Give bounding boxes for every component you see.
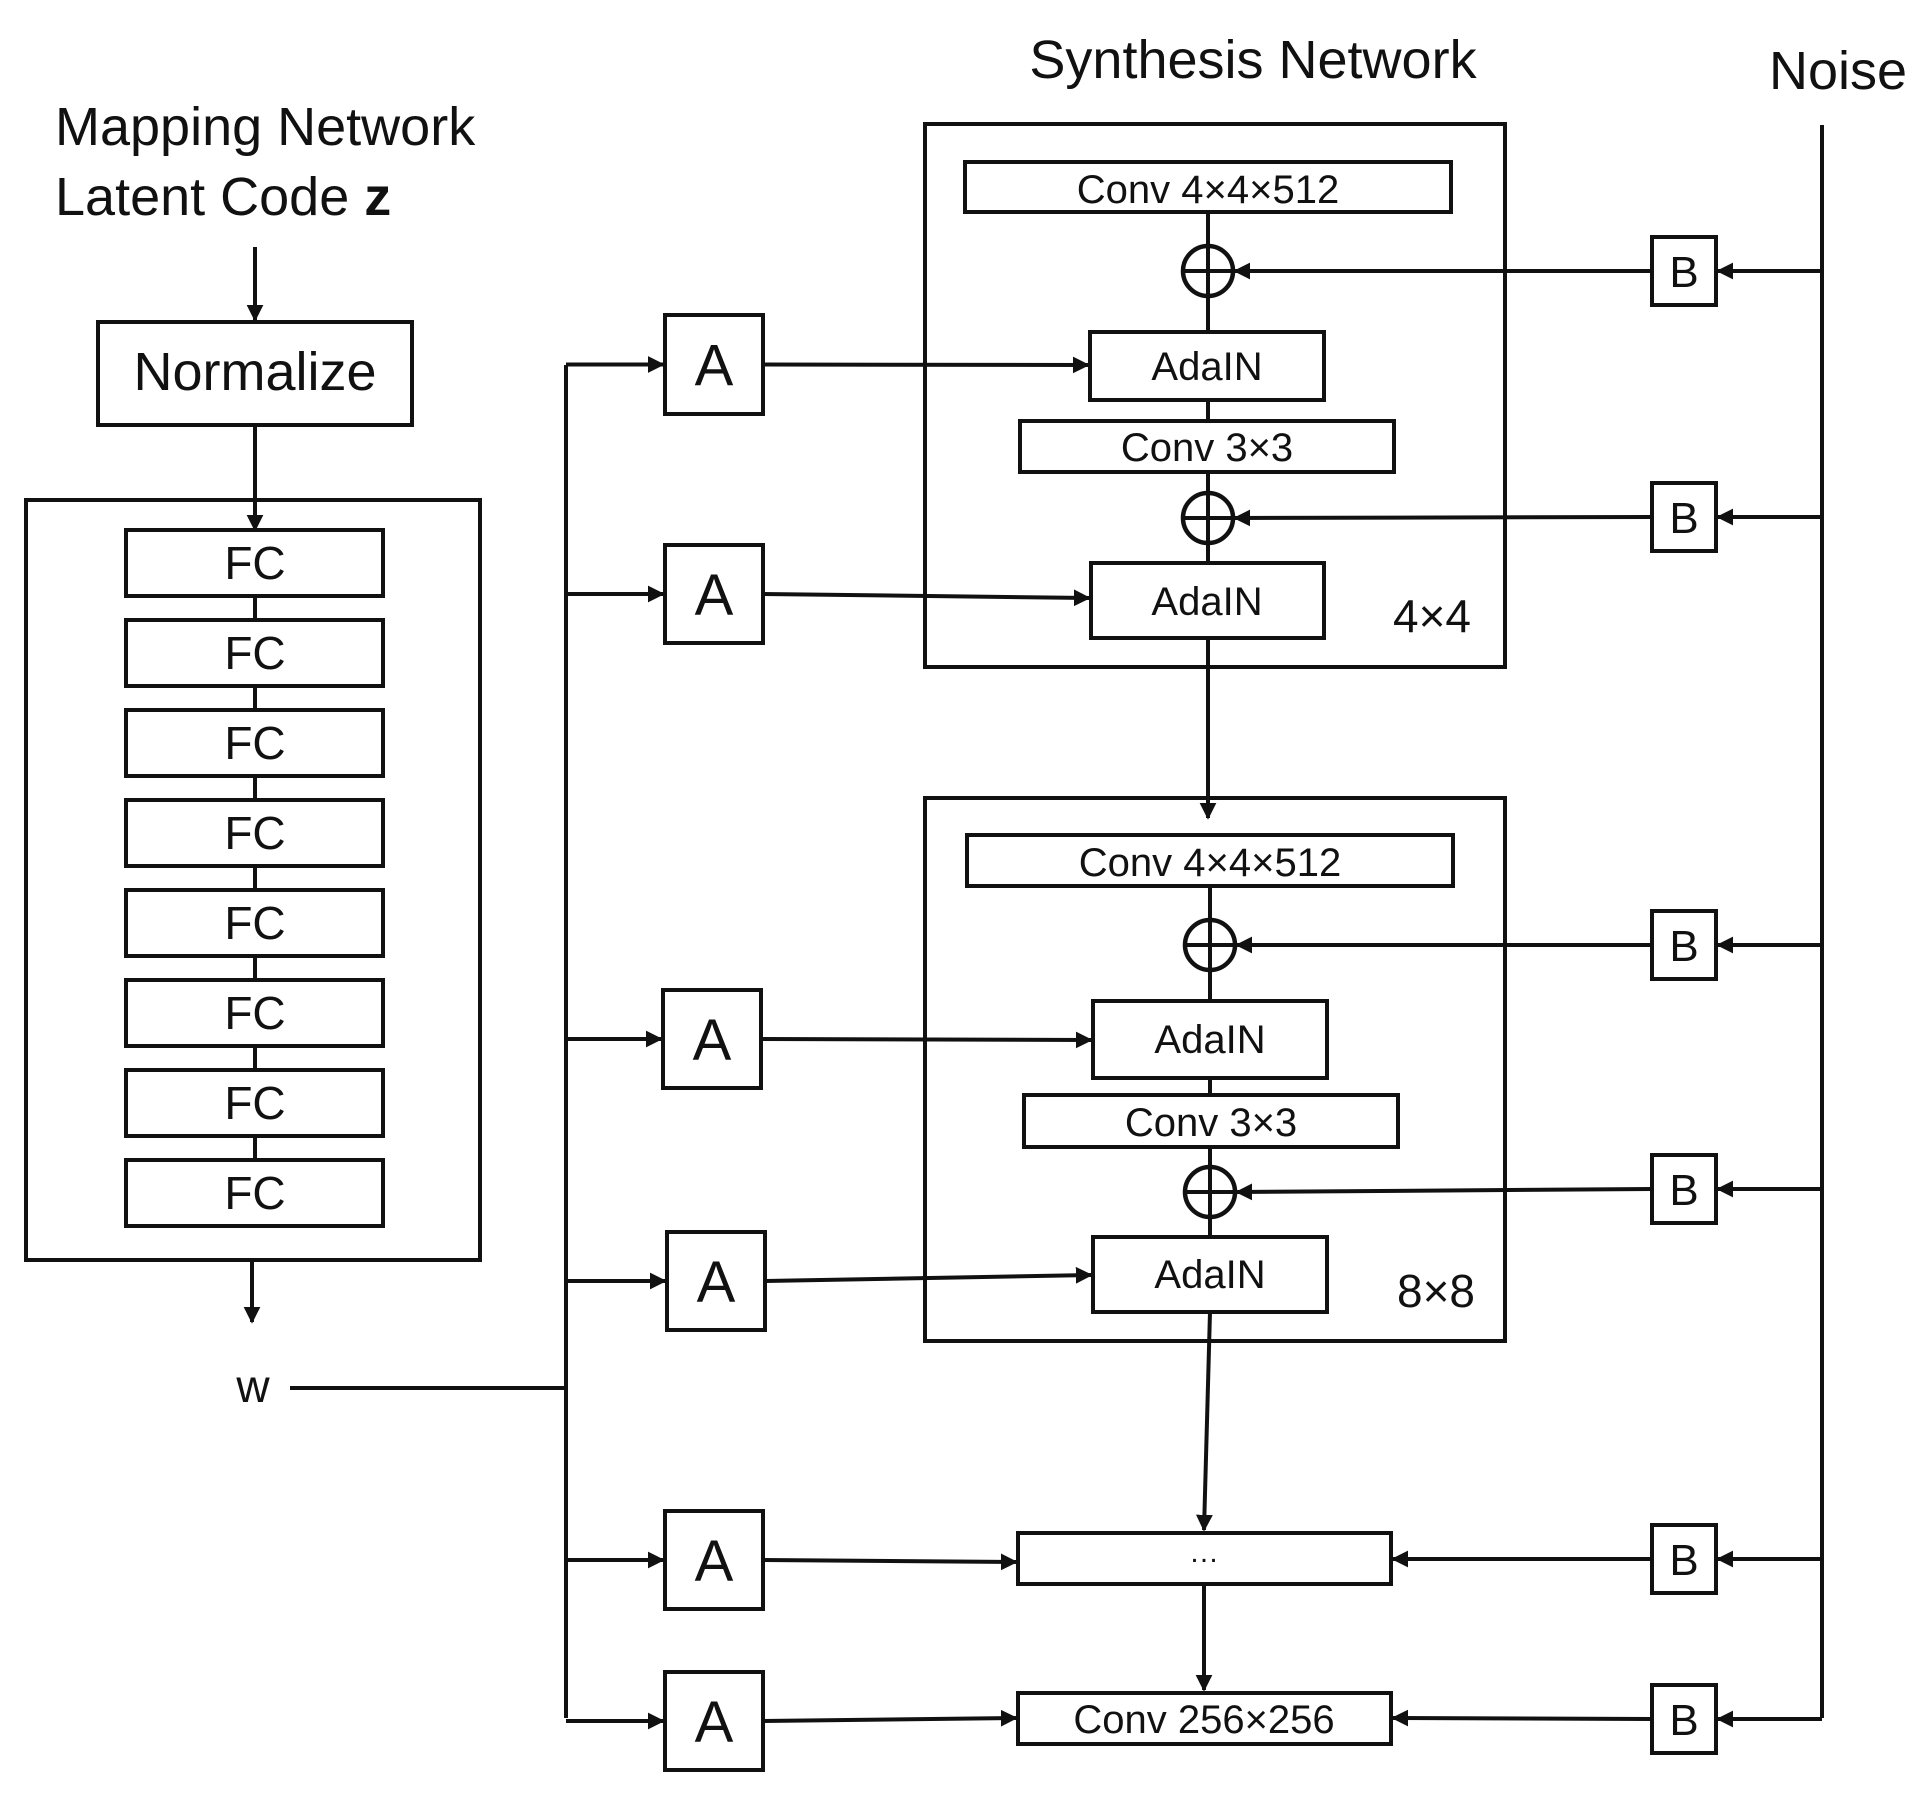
noise-b-label: B: [1669, 494, 1698, 543]
synthesis-block-4x4: [923, 122, 1507, 669]
fc-layer-label: FC: [224, 1167, 285, 1219]
noise-scale-units: B B B B B B: [1233, 235, 1822, 1755]
affine-units: A A A A A A: [566, 313, 1093, 1772]
fc-layer-label: FC: [224, 987, 285, 1039]
style-arrow: [762, 589, 1091, 607]
block2-conv-box: [1022, 1093, 1400, 1149]
affine-a-box-1: [663, 313, 765, 416]
block2-const-label: Conv 4×4×512: [1079, 841, 1341, 885]
block2-adain-1-box: [1091, 999, 1329, 1080]
block2-conv-label: Conv 3×3: [1125, 1101, 1297, 1145]
block1-adain-1-label: AdaIN: [1151, 345, 1262, 389]
noise-b-box-5: [1650, 1523, 1718, 1595]
block1-conv-label: Conv 3×3: [1121, 426, 1293, 470]
fc-layer-label: FC: [224, 1077, 285, 1129]
latent-variable-z: z: [364, 167, 391, 227]
affine-a-label: A: [695, 1690, 734, 1755]
affine-a-box-5: [663, 1509, 765, 1611]
ellipsis-box: [1016, 1531, 1393, 1586]
style-arrow: [762, 1709, 1018, 1727]
affine-a-label: A: [695, 563, 734, 628]
w-label: w: [235, 1360, 270, 1412]
block1-resolution-label: 4×4: [1393, 590, 1471, 642]
fc-layer-label: FC: [224, 807, 285, 859]
block1-adain-1-box: [1088, 330, 1326, 402]
style-arrow: [762, 1553, 1018, 1571]
affine-a-label: A: [695, 334, 734, 399]
block1-adain-2-box: [1089, 561, 1326, 640]
fc-layer-8: [124, 1158, 385, 1228]
block2-adain-2-label: AdaIN: [1154, 1253, 1265, 1297]
block2-to-ellipsis-arrow: [1196, 1311, 1213, 1532]
block1-conv-box: [1018, 419, 1396, 474]
latent-code-label: Latent Code z: [55, 167, 391, 227]
synthesis-block-8x8: [923, 796, 1507, 1343]
fc-layer-3: [124, 708, 385, 778]
noise-injection-arrow: [1233, 509, 1653, 527]
style-arrow: [764, 1266, 1093, 1284]
noise-b-label: B: [1669, 1536, 1698, 1585]
fc-layer-7: [124, 1068, 385, 1138]
block1-const-label: Conv 4×4×512: [1077, 168, 1339, 212]
fc-layer-label: FC: [224, 537, 285, 589]
style-arrow: [760, 1031, 1093, 1049]
fc-layer-2: [124, 618, 385, 688]
fc-layer-4: [124, 798, 385, 868]
block2-resolution-label: 8×8: [1397, 1265, 1475, 1317]
block2-adain-2-box: [1091, 1235, 1329, 1314]
fc-layer-label: FC: [224, 627, 285, 679]
block2-const-box: [965, 833, 1455, 888]
mapping-network-frame: [24, 498, 482, 1262]
noise-label: Noise: [1769, 41, 1907, 101]
mapping-network-title: Mapping Network: [55, 97, 476, 157]
noise-injection-arrow: [1391, 1709, 1653, 1727]
noise-b-label: B: [1669, 248, 1698, 297]
affine-a-box-2: [663, 543, 765, 645]
ellipsis-label: …: [1189, 1536, 1219, 1569]
style-arrow: [762, 356, 1090, 374]
fc-layer-6: [124, 978, 385, 1048]
final-conv-label: Conv 256×256: [1073, 1698, 1334, 1742]
noise-b-label: B: [1669, 922, 1698, 971]
block1-const-box: [963, 160, 1453, 214]
block1-adain-2-label: AdaIN: [1151, 580, 1262, 624]
affine-a-label: A: [697, 1250, 736, 1315]
affine-a-box-3: [661, 988, 763, 1090]
affine-a-label: A: [693, 1008, 732, 1073]
block2-adain-1-label: AdaIN: [1154, 1018, 1265, 1062]
fc-layer-5: [124, 888, 385, 958]
fc-layer-1: [124, 528, 385, 598]
fc-layer-label: FC: [224, 897, 285, 949]
affine-a-label: A: [695, 1529, 734, 1594]
fc-layer-label: FC: [224, 717, 285, 769]
affine-a-box-6: [663, 1670, 765, 1772]
noise-b-label: B: [1669, 1166, 1698, 1215]
noise-injection-arrow: [1235, 1183, 1653, 1201]
fc-stack: FC FC FC FC FC FC FC FC: [124, 528, 385, 1228]
synthesis-network-title: Synthesis Network: [1029, 30, 1477, 90]
normalize-label: Normalize: [133, 342, 376, 402]
noise-b-label: B: [1669, 1696, 1698, 1745]
final-conv-box: [1016, 1691, 1393, 1746]
